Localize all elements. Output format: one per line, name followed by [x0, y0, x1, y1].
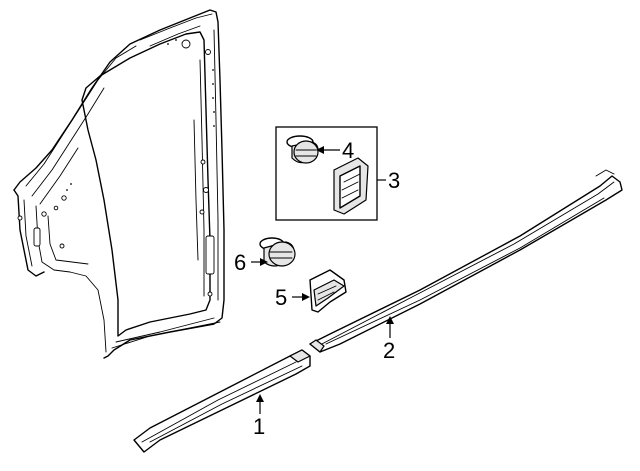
callout-4-leader	[316, 146, 340, 154]
bracket-3	[333, 157, 369, 215]
callout-2-leader	[386, 316, 394, 338]
callout-1-leader	[256, 394, 264, 414]
callout-4: 4	[342, 138, 354, 163]
kit-box	[275, 126, 378, 221]
body-side-frame	[13, 9, 225, 359]
bracket-5	[309, 269, 347, 313]
callout-5-leader	[292, 293, 310, 301]
callout-5: 5	[275, 285, 287, 310]
callout-3: 3	[388, 168, 400, 193]
clip-4	[286, 135, 319, 164]
rocker-moulding-rear	[309, 169, 623, 353]
clip-6	[259, 237, 296, 267]
rivet-row	[66, 39, 215, 191]
rocker-moulding-front	[133, 349, 311, 453]
callout-2: 2	[383, 338, 395, 363]
callout-6-leader	[251, 258, 268, 266]
callout-6: 6	[234, 250, 246, 275]
callout-1: 1	[253, 414, 265, 439]
